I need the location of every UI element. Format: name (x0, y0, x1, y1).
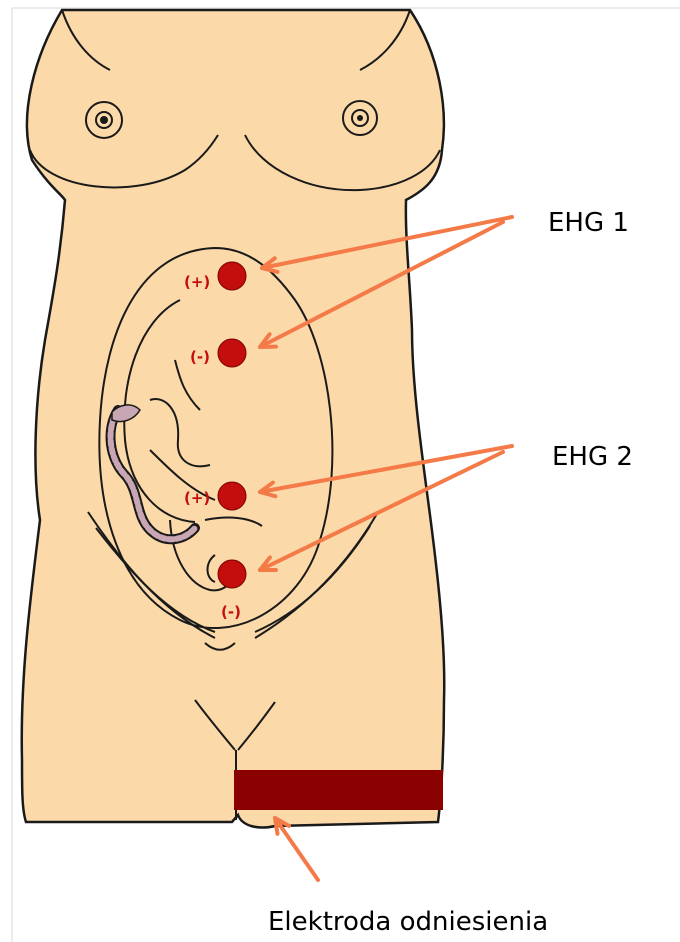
reference-electrode-band (234, 770, 443, 810)
label-ehg2: EHG 2 (552, 442, 633, 472)
polarity-label-ehg1-negative: (-) (190, 348, 210, 366)
arrow-reference (275, 818, 318, 880)
electrode-ehg1-positive (218, 262, 246, 290)
polarity-label-ehg2-negative: (-) (221, 603, 241, 621)
polarity-label-ehg2-positive: (+) (184, 489, 210, 507)
torso-outline (22, 10, 445, 828)
electrode-ehg2-negative (218, 560, 246, 588)
label-reference-electrode: Elektroda odniesienia (268, 907, 548, 937)
polarity-label-ehg1-positive: (+) (184, 273, 210, 291)
label-ehg1: EHG 1 (548, 208, 629, 238)
electrode-ehg1-negative (218, 339, 246, 367)
electrode-ehg2-positive (218, 482, 246, 510)
